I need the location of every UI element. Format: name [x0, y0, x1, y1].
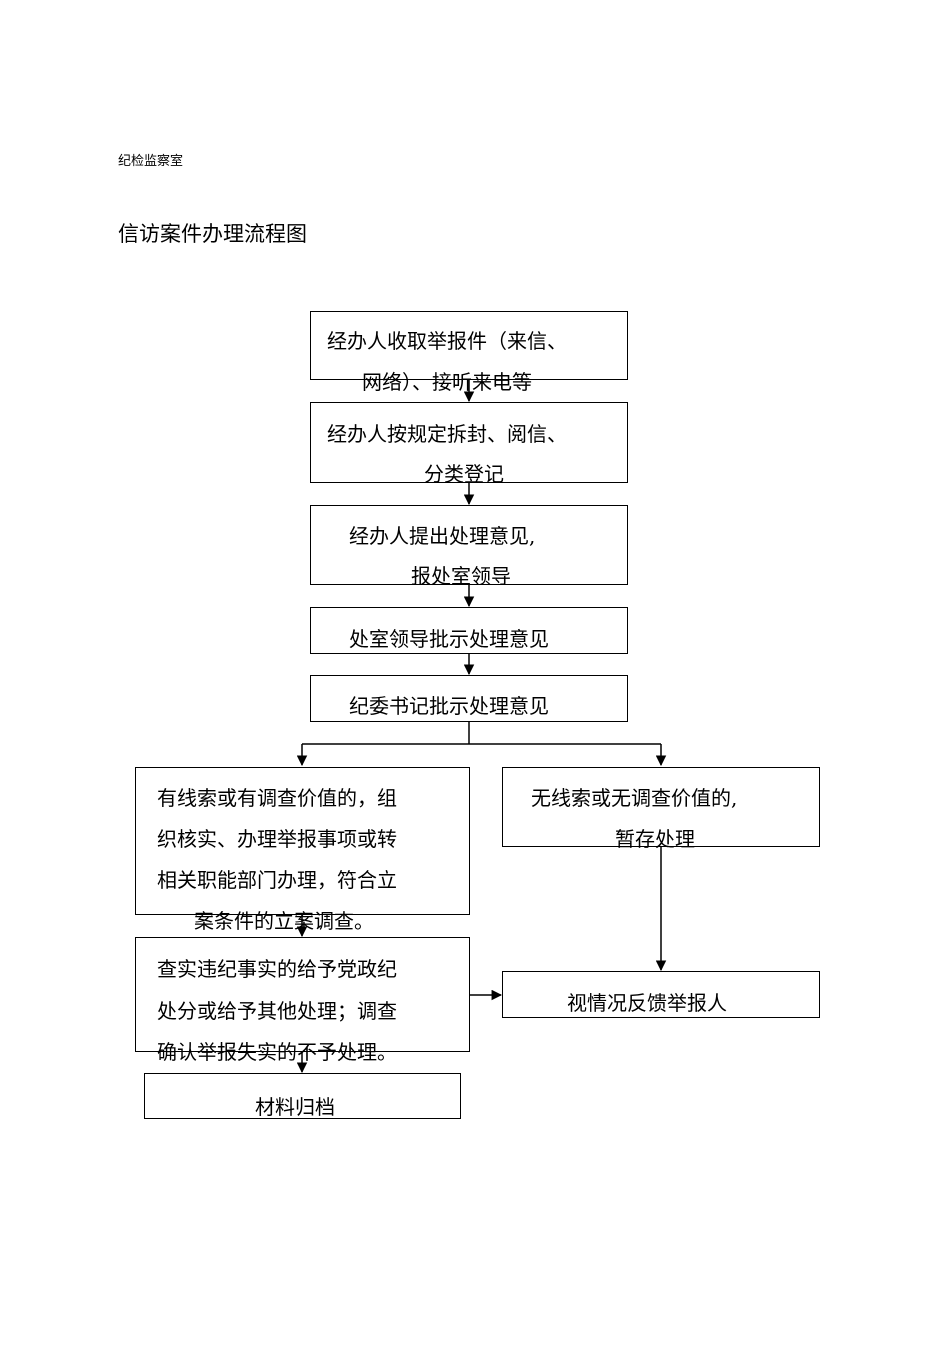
department-label: 纪检监察室 [118, 154, 184, 169]
box-with-clues-line-3: 相关职能部门办理，符合立 [157, 868, 397, 892]
box-receive-line-2: 网络）、接听来电等 [362, 370, 532, 394]
box-with-clues-line-1: 有线索或有调查价值的，组 [157, 786, 397, 810]
box-with-clues-line-4: 案条件的立案调查。 [194, 909, 374, 933]
box-archive-line-1: 材料归档 [255, 1095, 335, 1119]
box-with-clues [135, 767, 470, 915]
box-secretary-approve [310, 675, 628, 722]
box-verified-line-1: 查实违纪事实的给予党政纪 [157, 957, 397, 981]
box-propose-line-1: 经办人提出处理意见, [349, 524, 536, 548]
box-secretary-approve-line-1: 纪委书记批示处理意见 [349, 694, 549, 718]
box-no-clues [502, 767, 820, 847]
box-propose-line-2: 报处室领导 [411, 564, 511, 588]
box-propose [310, 505, 628, 585]
box-open-register-line-2: 分类登记 [424, 462, 504, 486]
box-office-approve [310, 607, 628, 654]
box-open-register-line-1: 经办人按规定拆封、阅信、 [327, 422, 567, 446]
box-receive-line-1: 经办人收取举报件（来信、 [327, 329, 567, 353]
box-open-register [310, 402, 628, 483]
page-title: 信访案件办理流程图 [118, 222, 307, 246]
box-office-approve-line-1: 处室领导批示处理意见 [349, 627, 549, 651]
box-verified-line-3: 确认举报失实的不予处理。 [157, 1040, 397, 1064]
box-receive [310, 311, 628, 380]
box-feedback [502, 971, 820, 1018]
box-verified [135, 937, 470, 1052]
box-no-clues-line-2: 暂存处理 [615, 827, 695, 851]
box-no-clues-line-1: 无线索或无调查价值的, [531, 786, 738, 810]
box-verified-line-2: 处分或给予其他处理；调查 [157, 999, 397, 1023]
box-with-clues-line-2: 织核实、办理举报事项或转 [157, 827, 397, 851]
box-feedback-line-1: 视情况反馈举报人 [567, 991, 727, 1015]
box-archive [144, 1073, 461, 1119]
